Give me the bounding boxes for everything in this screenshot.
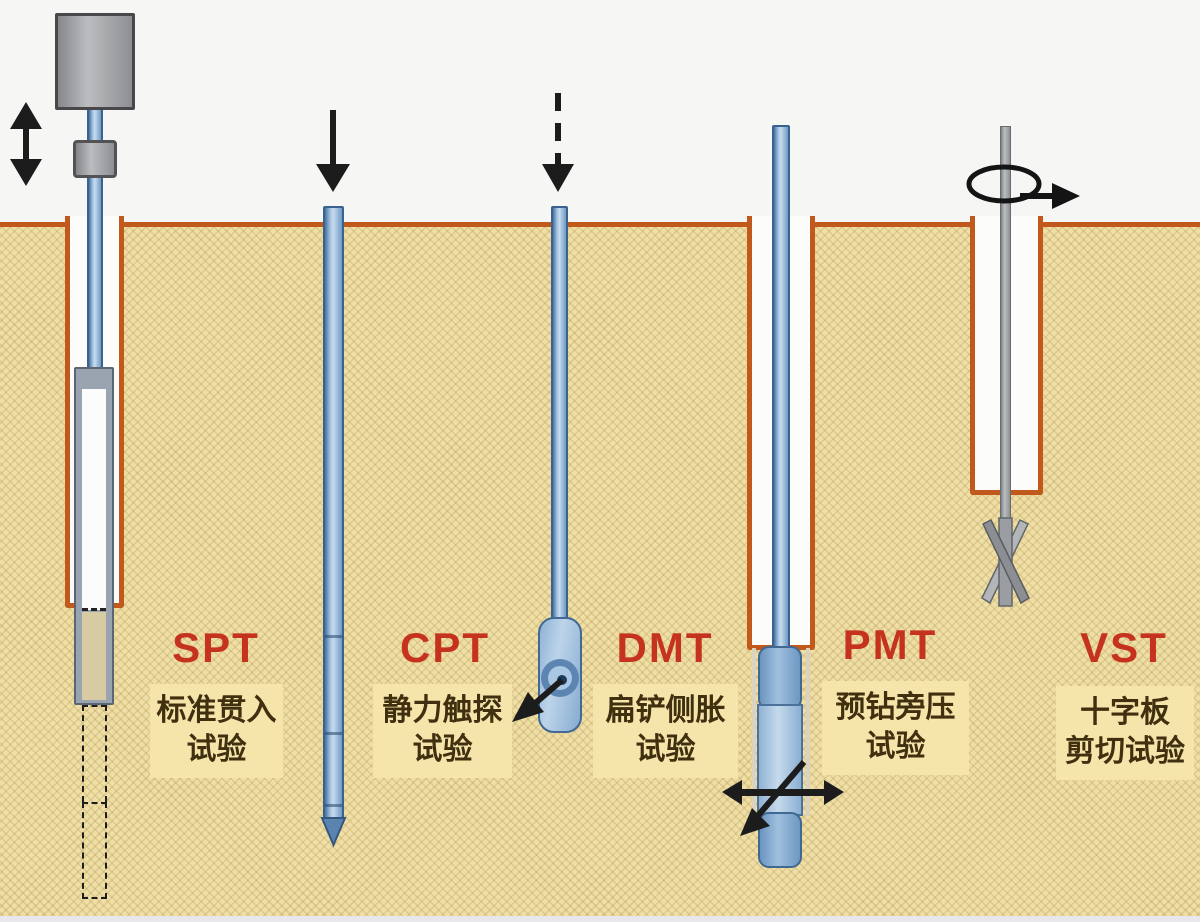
- label-pmt: PMT: [842, 621, 938, 668]
- pmt-expansion-arrows-icon: [722, 760, 844, 836]
- cpt-name-line1: 静力触探: [382, 693, 503, 728]
- label-vst: VST: [1080, 624, 1168, 671]
- name-box-pmt: 预钻旁压 试验: [822, 681, 969, 775]
- label-cpt: CPT: [400, 624, 490, 671]
- spt-sampler-soil-plug: [82, 612, 106, 700]
- dmt-expansion-arrow-icon: [512, 675, 567, 722]
- bottom-edge-strip: [0, 916, 1200, 922]
- dmt-name-line1: 扁铲侧胀: [605, 693, 726, 728]
- cpt-rod: [323, 206, 344, 820]
- spt-projected-advance-upper: [82, 705, 107, 802]
- spt-name-line1: 标准贯入: [156, 693, 277, 728]
- pmt-probe-measuring-cell: [757, 704, 803, 816]
- cpt-name-line2: 试验: [412, 732, 473, 767]
- cpt-push-arrow-icon: [316, 110, 350, 192]
- pmt-rod: [772, 125, 790, 710]
- spt-name-line2: 试验: [186, 732, 247, 767]
- vst-name-line1: 十字板: [1080, 695, 1170, 730]
- vst-rotation-arrow-icon: [966, 164, 1080, 209]
- spt-hammer: [55, 13, 135, 110]
- name-box-cpt: 静力触探 试验: [373, 684, 512, 778]
- dmt-name-line2: 试验: [635, 732, 696, 767]
- pmt-casing-right: [806, 648, 810, 816]
- label-spt: SPT: [172, 624, 260, 671]
- spt-sampler-cavity: [82, 389, 106, 610]
- spt-impact-arrow-icon: [10, 102, 42, 186]
- pmt-casing-left: [752, 648, 756, 816]
- dmt-rod: [551, 206, 568, 622]
- name-box-vst: 十字板 剪切试验: [1056, 686, 1194, 780]
- name-box-spt: 标准贯入 试验: [150, 684, 283, 778]
- dmt-push-arrow-icon: [542, 93, 574, 192]
- spt-anvil: [73, 140, 117, 178]
- pmt-probe-top-cell: [758, 646, 802, 710]
- pmt-name-line1: 预钻旁压: [835, 690, 956, 725]
- name-box-dmt: 扁铲侧胀 试验: [593, 684, 738, 778]
- spt-projected-advance-lower: [82, 802, 107, 899]
- vst-vane: [981, 517, 1030, 607]
- vst-name-line2: 剪切试验: [1065, 734, 1185, 769]
- spt-sample-dashed-line: [82, 608, 106, 611]
- label-dmt: DMT: [616, 624, 714, 671]
- pmt-probe-bottom-cell: [758, 812, 802, 868]
- cpt-cone-tip: [320, 817, 347, 848]
- pmt-name-line2: 试验: [865, 729, 926, 764]
